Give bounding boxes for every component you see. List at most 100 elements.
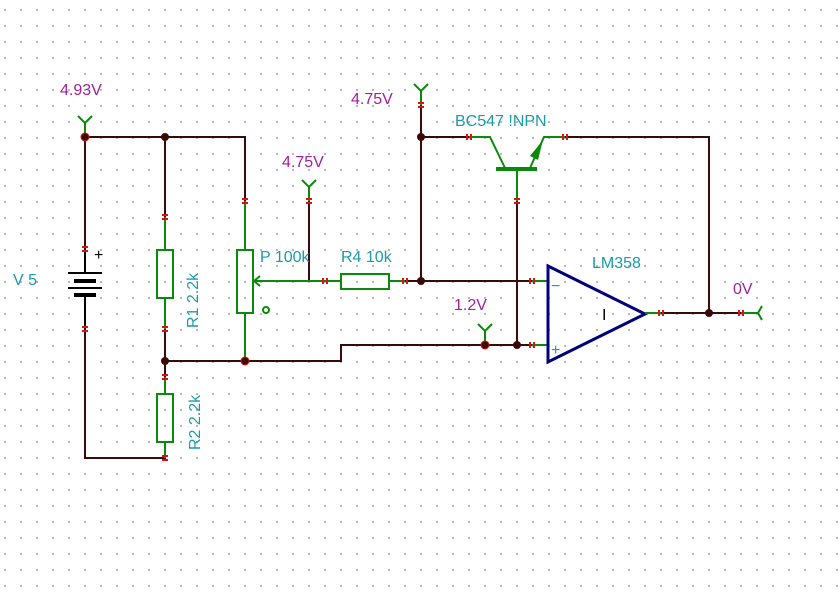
grid-dot bbox=[244, 89, 246, 91]
grid-dot bbox=[420, 361, 422, 363]
grid-dot bbox=[20, 537, 22, 539]
grid-dot bbox=[228, 585, 230, 587]
grid-dot bbox=[212, 329, 214, 331]
grid-dot bbox=[484, 505, 486, 507]
grid-dot bbox=[52, 425, 54, 427]
grid-dot bbox=[452, 505, 454, 507]
grid-dot bbox=[740, 505, 742, 507]
grid-dot bbox=[116, 105, 118, 107]
grid-dot bbox=[756, 73, 758, 75]
grid-dot bbox=[660, 521, 662, 523]
grid-dot bbox=[324, 585, 326, 587]
grid-dot bbox=[468, 329, 470, 331]
grid-dot bbox=[756, 553, 758, 555]
grid-dot bbox=[740, 41, 742, 43]
grid-dot bbox=[372, 217, 374, 219]
grid-dot bbox=[772, 201, 774, 203]
grid-dot bbox=[164, 121, 166, 123]
probe-supply[interactable]: 4.93V bbox=[60, 82, 102, 137]
grid-dot bbox=[596, 441, 598, 443]
grid-dot bbox=[596, 89, 598, 91]
wire-battery-bottom[interactable] bbox=[84, 328, 166, 459]
grid-dot bbox=[20, 41, 22, 43]
probe-collector[interactable]: 4.75V bbox=[351, 83, 429, 108]
grid-dot bbox=[580, 9, 582, 11]
grid-dot bbox=[84, 489, 86, 491]
grid-dot bbox=[276, 297, 278, 299]
junction[interactable] bbox=[417, 133, 425, 141]
junction[interactable] bbox=[161, 357, 169, 365]
grid-dot bbox=[788, 201, 790, 203]
junction[interactable] bbox=[480, 340, 490, 350]
grid-dot bbox=[244, 473, 246, 475]
grid-dot bbox=[196, 553, 198, 555]
resistor-r2[interactable]: R2 2.2k bbox=[156, 377, 204, 458]
grid-dot bbox=[724, 233, 726, 235]
grid-dot bbox=[4, 425, 6, 427]
grid-dot bbox=[212, 569, 214, 571]
resistor-r4[interactable]: R4 10k bbox=[325, 249, 405, 290]
opamp-lm358[interactable]: − + I LM358 bbox=[532, 255, 661, 365]
grid-dot bbox=[116, 473, 118, 475]
grid-dot bbox=[388, 9, 390, 11]
grid-dot bbox=[68, 185, 70, 187]
grid-dot bbox=[260, 489, 262, 491]
grid-dot bbox=[772, 537, 774, 539]
junction[interactable] bbox=[80, 132, 90, 142]
junction[interactable] bbox=[705, 309, 713, 317]
grid-dot bbox=[708, 25, 710, 27]
grid-dot bbox=[212, 457, 214, 459]
junction[interactable] bbox=[161, 133, 169, 141]
wire-top-rail[interactable] bbox=[84, 136, 246, 202]
grid-dot bbox=[836, 89, 838, 91]
junction[interactable] bbox=[417, 277, 425, 285]
grid-dot bbox=[356, 9, 358, 11]
grid-dot bbox=[228, 201, 230, 203]
grid-dot bbox=[772, 425, 774, 427]
grid-dot bbox=[756, 249, 758, 251]
grid-dot bbox=[52, 521, 54, 523]
grid-dot bbox=[788, 265, 790, 267]
grid-dot bbox=[516, 393, 518, 395]
wire-divider-noninv[interactable] bbox=[164, 344, 533, 362]
grid-dot bbox=[660, 57, 662, 59]
pin-markers bbox=[82, 102, 744, 461]
grid-dot bbox=[596, 57, 598, 59]
junction[interactable] bbox=[513, 341, 521, 349]
grid-dot bbox=[788, 121, 790, 123]
grid-dot bbox=[116, 569, 118, 571]
probe-output[interactable]: 0V bbox=[733, 281, 763, 321]
grid-dot bbox=[452, 201, 454, 203]
grid-dot bbox=[676, 57, 678, 59]
battery-v5[interactable]: + V 5 bbox=[13, 247, 103, 329]
probe-pot-wiper[interactable]: 4.75V bbox=[282, 154, 324, 201]
transistor-bc547[interactable]: BC547 !NPN bbox=[455, 113, 565, 201]
grid-dot bbox=[500, 409, 502, 411]
probe-noninv[interactable]: 1.2V bbox=[454, 297, 493, 345]
resistor-r1[interactable]: R1 2.2k bbox=[156, 217, 202, 329]
grid-dot bbox=[196, 521, 198, 523]
grid-dot bbox=[228, 9, 230, 11]
grid-dot bbox=[52, 9, 54, 11]
grid-dot bbox=[452, 265, 454, 267]
grid-dot bbox=[756, 361, 758, 363]
junction[interactable] bbox=[240, 356, 250, 366]
grid-dot bbox=[100, 585, 102, 587]
grid-dot bbox=[548, 505, 550, 507]
grid-dot bbox=[660, 361, 662, 363]
grid-dot bbox=[148, 25, 150, 27]
grid-dot bbox=[116, 441, 118, 443]
potentiometer-p[interactable]: P 100k bbox=[236, 201, 325, 361]
grid-dot bbox=[836, 345, 838, 347]
grid-dot bbox=[148, 345, 150, 347]
grid-dot bbox=[436, 9, 438, 11]
grid-dot bbox=[388, 137, 390, 139]
grid-dot bbox=[836, 569, 838, 571]
grid-dot bbox=[660, 217, 662, 219]
grid-dot bbox=[36, 409, 38, 411]
grid-dot bbox=[180, 105, 182, 107]
wire-emitter-feedback[interactable] bbox=[564, 136, 710, 314]
grid-dot bbox=[212, 89, 214, 91]
grid-dot bbox=[612, 313, 614, 315]
